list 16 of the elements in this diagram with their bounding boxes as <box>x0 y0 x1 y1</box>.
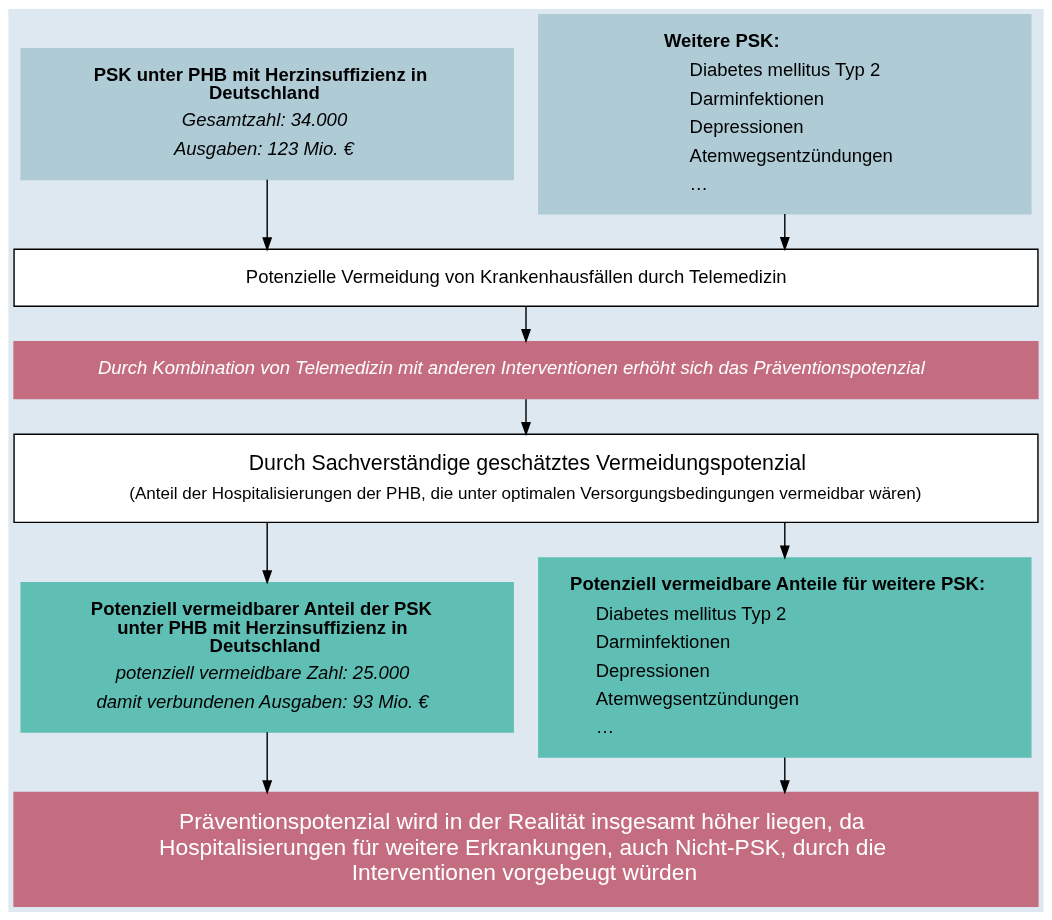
arrow <box>779 212 790 251</box>
arrow <box>262 178 273 251</box>
node-box: Potenzielle Vermeidung von Krankenhausfällen durch Telemedizin <box>13 248 1039 307</box>
node-box: PSK unter PHB mit Herzinsuffizienz in Deutschland Gesamtzahl: 34.000 Ausgaben: 123 Mio. € <box>20 47 514 180</box>
arrow <box>779 521 790 560</box>
arrow <box>779 756 790 795</box>
node-box: Durch Sachverständige geschätztes Vermeidungspotenzial (Anteil der Hospitalisierungen der PHB, die unter optimalen Versorgungsbedingungen vermeidbar wären) <box>13 433 1039 523</box>
node-box: Potenziell vermeidbare Anteile für weitere PSK: Diabetes mellitus Typ 2 Darminfektionen Depressionen Atemwegsentzündungen … <box>538 556 1032 758</box>
node-box: Potenziell vermeidbarer Anteil der PSK unter PHB mit Herzinsuffizienz in Deutschland potenziell vermeidbare Zahl: 25.000 damit verbundenen Ausgaben: 93 Mio. € <box>20 581 514 733</box>
arrow <box>521 397 531 436</box>
arrow <box>262 731 273 795</box>
node-box: Präventionspotenzial wird in der Realität insgesamt höher liegen, da Hospitalisierungen für weitere Erkrankungen, auch Nicht-PSK, durch die Interventionen vorgebeugt würden <box>13 791 1039 907</box>
arrow <box>521 305 531 343</box>
node-box: Weitere PSK: Diabetes mellitus Typ 2 Darminfektionen Depressionen Atemwegsentzündungen … <box>538 13 1032 214</box>
arrow <box>262 521 273 584</box>
node-box: Durch Kombination von Telemedizin mit anderen Interventionen erhöht sich das Präventionspotenzial <box>13 340 1039 399</box>
